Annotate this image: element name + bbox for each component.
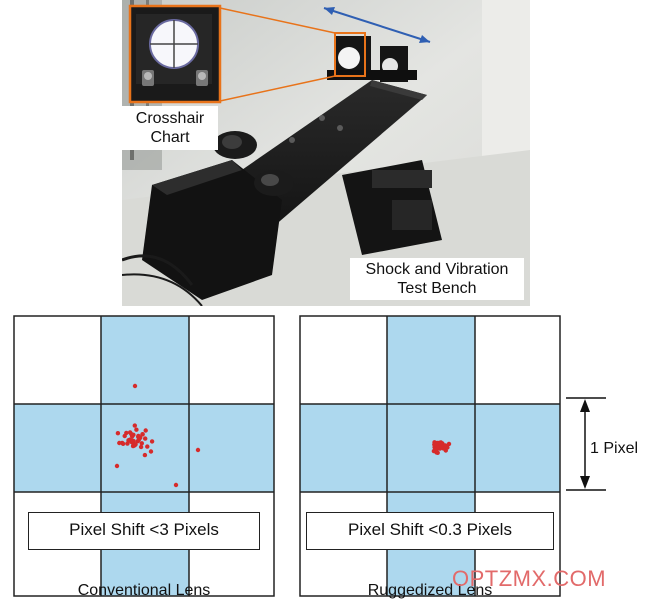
one-pixel-dimension-marker (566, 397, 606, 491)
scatter-dot (140, 432, 145, 437)
scatter-dot (446, 441, 452, 447)
scatter-dot (125, 441, 130, 446)
scatter-dot (139, 441, 144, 446)
scatter-dot (195, 447, 201, 453)
scatter-dot (132, 383, 138, 389)
ruggedized-lens-caption: Ruggedized Lens (367, 582, 493, 599)
conventional-lens-caption: Conventional Lens (77, 582, 211, 599)
scatter-dot (445, 445, 450, 450)
crosshair-label-line2: Chart (150, 129, 190, 146)
scatter-dot (438, 441, 443, 446)
scatter-dot (135, 439, 140, 444)
scatter-dot (134, 427, 139, 432)
bench-label-line2: Test Bench (397, 280, 477, 297)
scatter-dot (115, 431, 121, 436)
scatter-dot (145, 444, 150, 449)
pixel-shift-scatter-tight (431, 440, 452, 455)
pixel-row-highlight (300, 404, 560, 492)
scatter-dot (114, 463, 120, 469)
scatter-dot (432, 442, 437, 447)
test-bench-photo: Crosshair Chart Shock and Vibration Test… (122, 0, 530, 306)
scatter-dot (126, 438, 131, 443)
watermark: OPTZMX.COM (452, 566, 607, 591)
scatter-dot (130, 438, 135, 443)
scatter-dot (143, 428, 148, 433)
test-bench-label: Shock and Vibration Test Bench (350, 258, 524, 300)
scatter-dot (122, 433, 127, 439)
ruggedized-shift-label: Pixel Shift <0.3 Pixels (306, 512, 554, 550)
conventional-shift-label: Pixel Shift <3 Pixels (28, 512, 260, 550)
crosshair-label-line1: Crosshair (135, 110, 205, 127)
pixel-shift-scatter-wide (114, 383, 201, 488)
scatter-dot (138, 444, 144, 450)
scatter-dot (148, 449, 154, 454)
scatter-dot (432, 447, 438, 452)
pixel-row-highlight (14, 404, 274, 492)
ruggedized-lens-grid (299, 315, 561, 597)
crosshair-chart-label: Crosshair Chart (122, 106, 218, 150)
scatter-dot (117, 440, 122, 446)
scatter-dot (136, 434, 141, 439)
bench-label-line1: Shock and Vibration (365, 261, 509, 278)
scatter-dot (143, 436, 148, 441)
scatter-dot (120, 441, 126, 446)
scatter-dot (149, 439, 155, 444)
scatter-dot (133, 442, 138, 447)
scatter-dot (132, 423, 137, 428)
scatter-dot (127, 430, 133, 435)
scatter-dot (173, 482, 179, 488)
conventional-lens-grid (13, 315, 275, 597)
scatter-dot (142, 452, 148, 458)
one-pixel-label: 1 Pixel (590, 440, 639, 457)
